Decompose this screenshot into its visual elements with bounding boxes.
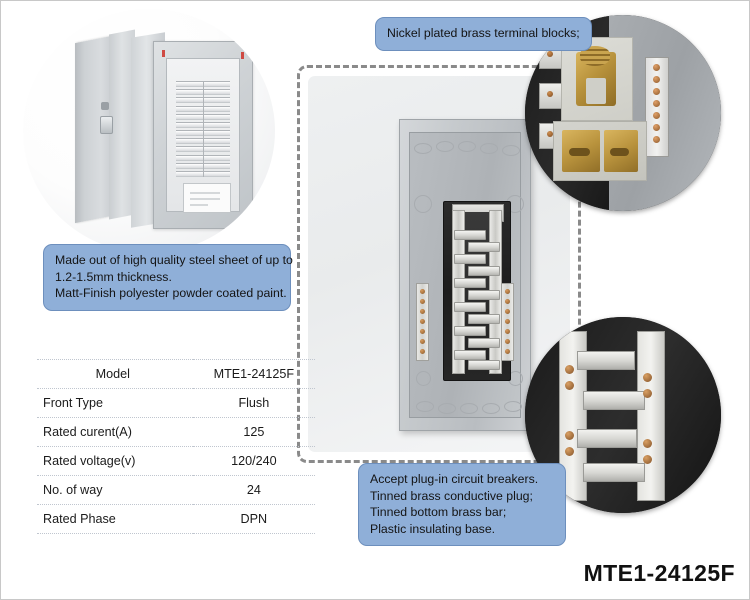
model-number-title: MTE1-24125F [583,560,735,586]
callout-line: Accept plug-in circuit breakers. [370,472,539,486]
busbar-finger [468,314,500,324]
callout-steel-sheet: Made out of high quality steel sheet of … [43,244,293,311]
knockout [458,141,476,152]
knockout [416,401,434,412]
knockout [460,403,478,414]
spec-key: Rated Phase [43,512,116,526]
spec-value: MTE1-24125F [213,367,295,381]
door-latch-handle [100,116,113,134]
busbar-finger [454,302,486,312]
busbar-finger [468,360,500,370]
busbar-finger [454,278,486,288]
knockout [414,195,432,213]
enclosure-photo [399,119,531,431]
enclosure-body [399,119,531,431]
callout-line: 1.2-1.5mm thickness. [55,269,172,284]
busbar-finger [577,351,635,370]
busbar-finger [583,391,645,410]
table-row: No. of way 24 [37,476,315,505]
callout-line: Plastic insulating base. [370,521,496,536]
panel-label-card [183,183,231,213]
busbar-finger [454,230,486,240]
spec-table-body: Model MTE1-24125F Front Type Flush Rated… [37,359,315,534]
callout-circuit-breakers: Accept plug-in circuit breakers. Tinned … [358,463,566,546]
red-marker-left [162,50,165,57]
spec-value: Flush [238,396,270,410]
panel-interior-opening [166,58,240,213]
callout-line: Matt-Finish polyester powder coated pain… [55,286,287,300]
table-row: Rated Phase DPN [37,505,315,534]
spec-key: Rated curent(A) [43,425,132,439]
callout-line: Tinned brass conductive plug; [370,488,533,503]
knockout [416,371,431,386]
door-lock-icon [101,102,109,110]
spec-key: Front Type [43,396,103,410]
neutral-bar-left [416,283,429,361]
busbar-finger [583,463,645,482]
table-row: Rated voltage(v) 120/240 [37,447,315,476]
busbar-finger [468,290,500,300]
brass-lug-inset-photo [561,37,633,121]
busbar-finger [454,326,486,336]
spec-key: No. of way [43,483,103,497]
callout-line: Nickel plated brass terminal blocks; [387,26,580,40]
spec-value: 120/240 [231,454,277,468]
coiled-wire [580,46,610,66]
busbar-finger [468,266,500,276]
brass-blocks-inset-photo [553,121,647,181]
neutral-terminal-strip [645,57,669,157]
busbar-finger [468,338,500,348]
table-row: Model MTE1-24125F [37,359,315,389]
panel-cover-trim [153,41,253,229]
brass-terminal-block [604,130,638,172]
specification-table: Model MTE1-24125F Front Type Flush Rated… [37,359,315,534]
knockout [480,143,498,154]
spec-key: Model [95,367,130,381]
busbar-finger [468,242,500,252]
neutral-bar-right [501,283,514,361]
knockout [414,143,432,154]
busbar-chassis [443,201,511,381]
brass-terminal-block [562,130,600,172]
enclosure-interior [409,132,524,418]
red-marker-right [241,52,244,59]
busbar-finger [577,429,637,448]
callout-line: Tinned bottom brass bar; [370,505,507,519]
callout-terminal-blocks: Nickel plated brass terminal blocks; [375,17,592,51]
spec-value: DPN [240,512,268,526]
busbar-finger [454,350,486,360]
callout-line: Made out of high quality steel sheet of … [55,253,293,267]
knockout [502,145,520,156]
spec-key: Rated voltage(v) [43,454,136,468]
table-row: Front Type Flush [37,389,315,418]
knockout [504,401,522,412]
panel-front-photo [23,9,275,253]
knockout [438,403,456,414]
spec-value: 24 [246,483,261,497]
spec-value: 125 [243,425,265,439]
busbar-finger [454,254,486,264]
knockout [482,403,500,414]
table-row: Rated curent(A) 125 [37,418,315,447]
slot-divider [203,81,204,177]
knockout [436,141,454,152]
